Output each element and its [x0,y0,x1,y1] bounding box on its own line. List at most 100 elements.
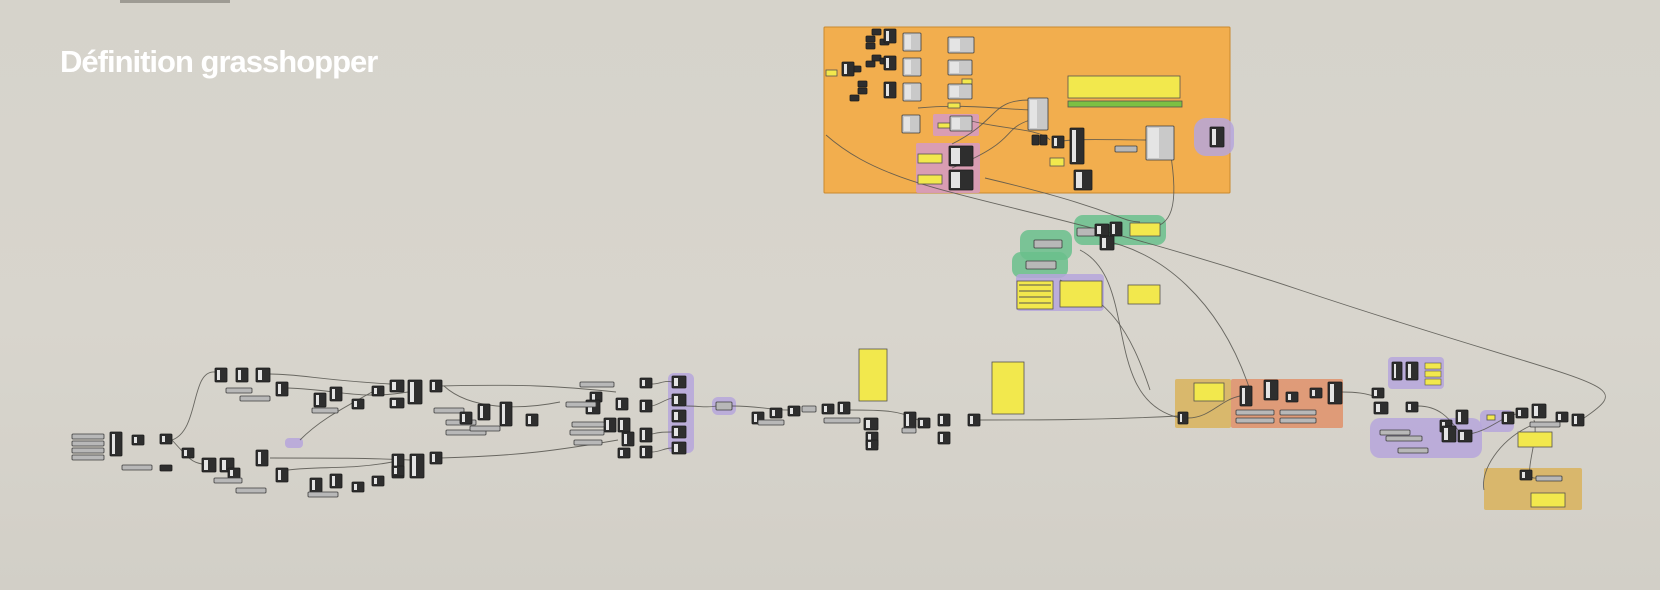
component-node[interactable] [1177,411,1189,425]
component-node[interactable] [569,429,605,436]
component-node[interactable] [857,80,868,88]
component-node[interactable] [213,477,243,484]
component-node[interactable] [1239,385,1253,407]
component-node[interactable] [639,399,653,413]
component-node[interactable] [1039,134,1048,146]
component-node[interactable] [371,475,385,487]
component-node[interactable] [1535,475,1563,482]
component-node[interactable] [1279,409,1317,416]
component-node[interactable] [837,401,851,415]
component-node[interactable] [1033,239,1063,249]
component-node[interactable] [639,377,653,389]
component-node[interactable] [603,417,617,433]
component-node[interactable] [903,411,917,429]
component-node[interactable] [1529,421,1561,428]
component-node[interactable] [1555,411,1569,423]
panel-node[interactable] [1127,284,1161,305]
component-node[interactable] [883,55,897,71]
component-node[interactable] [329,473,343,489]
component-node[interactable] [459,411,473,425]
component-node[interactable] [871,28,882,36]
component-node[interactable] [579,381,615,388]
component-node[interactable] [1114,145,1138,153]
component-node[interactable] [71,454,105,461]
panel-node[interactable] [947,102,961,109]
component-node[interactable] [1405,401,1419,413]
component-node[interactable] [525,413,539,427]
component-node[interactable] [351,481,365,493]
mini-panel[interactable] [1424,362,1442,370]
component-node[interactable] [865,60,876,68]
component-node[interactable] [865,42,876,50]
component-node[interactable] [1235,417,1275,424]
component-node[interactable] [1076,227,1096,237]
panel-node[interactable] [1129,222,1161,237]
panel-node[interactable] [1517,431,1553,448]
component-node[interactable] [1455,409,1469,425]
component-node[interactable] [239,395,271,402]
panel-node[interactable] [1486,414,1496,421]
component-node[interactable] [313,392,327,408]
component-node[interactable] [235,367,249,383]
panel-node[interactable] [937,122,951,129]
component-node[interactable] [857,87,868,95]
component-node[interactable] [715,401,733,411]
panel-node[interactable] [825,69,838,77]
list-panel[interactable] [1016,280,1054,310]
component-node[interactable] [1405,361,1419,381]
component-node[interactable] [769,407,783,419]
component-node[interactable] [329,386,343,402]
component-node[interactable] [1391,361,1403,381]
component-node[interactable] [617,447,631,459]
component-node[interactable] [841,61,855,77]
component-node[interactable] [225,387,253,394]
component-node[interactable] [71,447,105,454]
component-node[interactable] [499,401,513,427]
component-node[interactable] [1309,387,1323,399]
component-node[interactable] [573,439,603,446]
component-node[interactable] [159,433,173,445]
component-node[interactable] [901,427,917,434]
component-node[interactable] [227,467,241,479]
component-node[interactable] [71,433,105,440]
component-node[interactable] [865,35,876,43]
component-node[interactable] [429,379,443,393]
component-node[interactable] [1051,135,1065,149]
component-node[interactable] [565,401,597,408]
component-node[interactable] [275,467,289,483]
component-node[interactable] [371,385,385,397]
component-node[interactable] [821,403,835,415]
panel-node[interactable] [917,174,943,185]
component-node[interactable] [477,403,491,421]
component-node[interactable] [1109,221,1123,237]
component-node[interactable] [309,477,323,493]
component-node[interactable] [865,439,879,451]
panel-node[interactable] [961,78,973,85]
component-node[interactable] [615,397,629,411]
component-node[interactable] [787,405,801,417]
component-node[interactable] [121,464,153,471]
component-node[interactable] [639,427,653,443]
component-node[interactable] [1371,387,1385,399]
component-node[interactable] [1235,409,1275,416]
component-node[interactable] [883,81,897,99]
component-node[interactable] [1515,407,1529,419]
panel-node[interactable] [991,361,1025,415]
component-node[interactable] [181,447,195,459]
component-node[interactable] [917,417,931,429]
component-node[interactable] [469,425,501,432]
component-node[interactable] [823,417,861,424]
component-node[interactable] [967,413,981,427]
component-node[interactable] [429,451,443,465]
component-node[interactable] [1379,429,1411,436]
component-node[interactable] [1385,435,1423,442]
component-node[interactable] [1031,134,1040,146]
component-node[interactable] [937,413,951,427]
component-node[interactable] [1025,260,1057,270]
component-node[interactable] [757,419,785,426]
panel-node[interactable] [1067,75,1181,99]
component-node[interactable] [159,464,173,472]
component-node[interactable] [433,407,465,414]
component-node[interactable] [883,28,897,44]
component-node[interactable] [391,465,405,477]
